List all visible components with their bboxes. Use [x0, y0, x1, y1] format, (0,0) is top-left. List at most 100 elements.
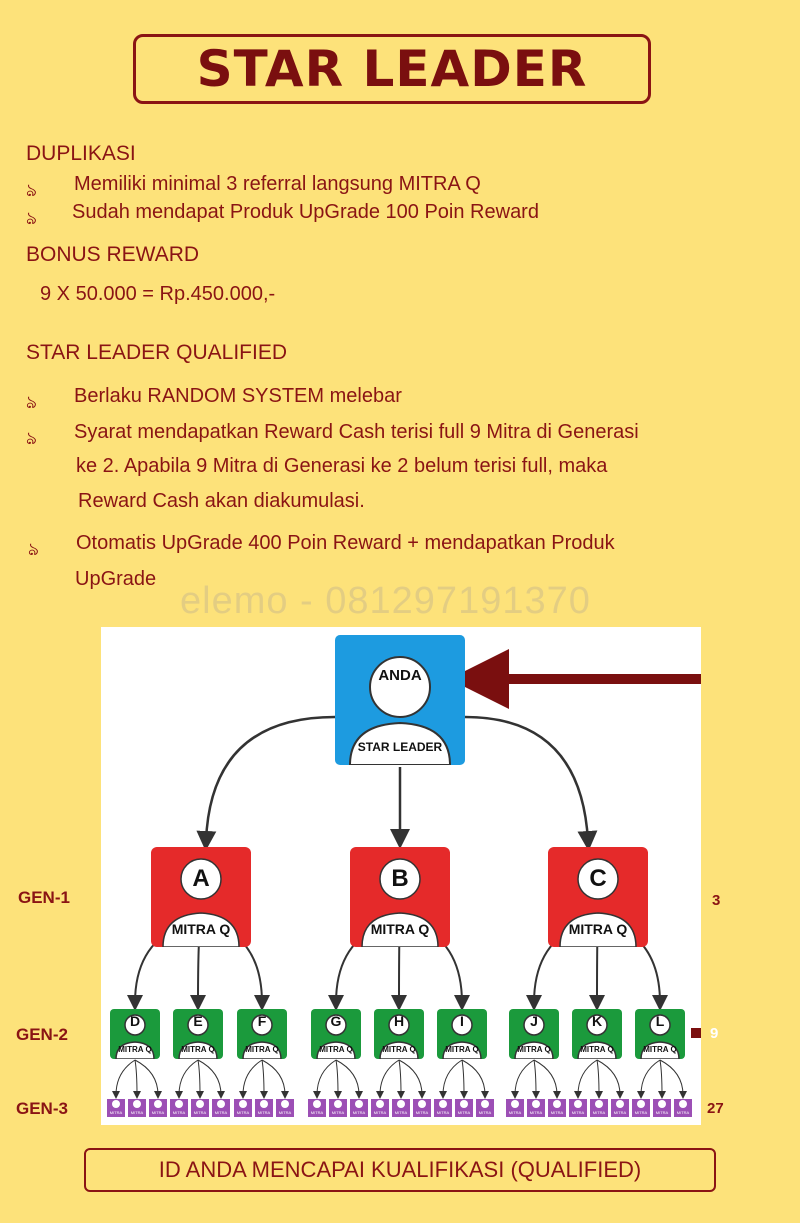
gen3-mitra-node: MITRA	[371, 1099, 389, 1117]
person-icon	[334, 1100, 342, 1108]
node-label: MITRA	[151, 1110, 165, 1115]
connector-arrow	[239, 1059, 263, 1099]
node-label: MITRA	[310, 1110, 324, 1115]
person-icon	[178, 1014, 218, 1059]
gen3-mitra-node: MITRA	[506, 1099, 524, 1117]
gen3-mitra-node: MITRA	[170, 1099, 188, 1117]
node-label: MITRA Q	[171, 921, 231, 937]
person-icon	[532, 1100, 540, 1108]
person-icon	[559, 858, 637, 947]
curl-bullet-icon: ঌ	[28, 539, 39, 559]
node-label: MITRA Q	[445, 1045, 479, 1054]
node-label: MITRA	[236, 1110, 250, 1115]
node-label: MITRA Q	[643, 1045, 677, 1054]
curl-bullet-icon: ঌ	[26, 208, 37, 228]
connector-arrow	[531, 1059, 540, 1099]
person-icon	[376, 1100, 384, 1108]
node-label: MITRA	[130, 1110, 144, 1115]
node-label: MITRA	[331, 1110, 345, 1115]
watermark: elemo - 081297191370	[180, 580, 591, 622]
connector-arrow	[596, 1059, 624, 1099]
node-label: MITRA	[529, 1110, 543, 1115]
gen3-mitra-node: MITRA	[191, 1099, 209, 1117]
mitra-node-h: H MITRA Q	[374, 1009, 424, 1059]
gen3-mitra-node: MITRA	[632, 1099, 650, 1117]
connector-arrow	[132, 1059, 141, 1099]
connector-arrow	[134, 1059, 162, 1099]
person-icon	[553, 1100, 561, 1108]
connector-arrow	[657, 1059, 666, 1099]
mitra-node-j: J MITRA Q	[509, 1009, 559, 1059]
gen-3-label: GEN-3	[16, 1099, 68, 1118]
qualified-item-2-line-1: Syarat mendapatkan Reward Cash terisi fu…	[74, 421, 639, 443]
gen-2-count: 9	[710, 1025, 719, 1042]
person-icon	[175, 1100, 183, 1108]
node-letter: H	[393, 1013, 405, 1029]
person-icon	[115, 1014, 155, 1059]
connector-arrow	[533, 1059, 561, 1099]
qualified-heading: STAR LEADER QUALIFIED	[26, 341, 288, 364]
node-label: MITRA Q	[382, 1045, 416, 1054]
node-letter: J	[530, 1013, 538, 1029]
gen3-mitra-node: MITRA	[234, 1099, 252, 1117]
connector-arrow	[511, 1059, 535, 1099]
gen3-mitra-node: MITRA	[149, 1099, 167, 1117]
node-label: MITRA Q	[181, 1045, 215, 1054]
connector-arrow	[196, 715, 336, 851]
node-label: MITRA	[193, 1110, 207, 1115]
connector-arrow	[574, 1059, 598, 1099]
node-label: MITRA Q	[245, 1045, 279, 1054]
gen3-mitra-node: MITRA	[674, 1099, 692, 1117]
gen3-mitra-node: MITRA	[392, 1099, 410, 1117]
connector-arrow	[398, 1059, 426, 1099]
node-label: MITRA	[592, 1110, 606, 1115]
gen3-mitra-node: MITRA	[653, 1099, 671, 1117]
qualified-item-1: Berlaku RANDOM SYSTEM melebar	[74, 385, 402, 407]
connector-arrow	[261, 1059, 289, 1099]
connector-arrow	[659, 1059, 687, 1099]
node-label: MITRA	[613, 1110, 627, 1115]
node-letter: F	[257, 1013, 267, 1029]
person-icon	[577, 1014, 617, 1059]
person-icon	[217, 1100, 225, 1108]
gen-1-count: 3	[712, 892, 721, 909]
gen3-mitra-node: MITRA	[569, 1099, 587, 1117]
node-label: MITRA	[172, 1110, 186, 1115]
qualified-item-3-line-1: Otomatis UpGrade 400 Poin Reward + menda…	[76, 532, 615, 554]
connector-arrow	[197, 1059, 225, 1099]
gen3-mitra-node: MITRA	[107, 1099, 125, 1117]
connector-arrow	[175, 1059, 199, 1099]
node-letter: B	[391, 865, 409, 892]
person-icon	[658, 1100, 666, 1108]
node-label: MITRA	[373, 1110, 387, 1115]
node-label: MITRA Q	[517, 1045, 551, 1054]
gen3-mitra-node: MITRA	[476, 1099, 494, 1117]
node-label: MITRA	[257, 1110, 271, 1115]
person-icon	[154, 1100, 162, 1108]
qualified-item-2-line-2: ke 2. Apabila 9 Mitra di Generasi ke 2 b…	[76, 455, 608, 477]
person-icon	[616, 1100, 624, 1108]
curl-bullet-icon: ঌ	[26, 428, 37, 448]
person-icon	[112, 1100, 120, 1108]
person-icon	[361, 858, 439, 947]
gen3-mitra-node: MITRA	[611, 1099, 629, 1117]
gen3-mitra-node: MITRA	[276, 1099, 294, 1117]
node-label: MITRA	[457, 1110, 471, 1115]
gen3-mitra-node: MITRA	[455, 1099, 473, 1117]
connector-arrow	[464, 715, 598, 851]
node-letter: D	[129, 1013, 141, 1029]
node-label: MITRA	[550, 1110, 564, 1115]
page-title: STAR LEADER	[196, 40, 588, 98]
gen3-mitra-node: MITRA	[413, 1099, 431, 1117]
node-letter: K	[591, 1013, 603, 1029]
person-icon	[133, 1100, 141, 1108]
mitra-node-f: F MITRA Q	[237, 1009, 287, 1059]
person-icon	[313, 1100, 321, 1108]
person-icon	[640, 1014, 680, 1059]
node-label: MITRA	[214, 1110, 228, 1115]
